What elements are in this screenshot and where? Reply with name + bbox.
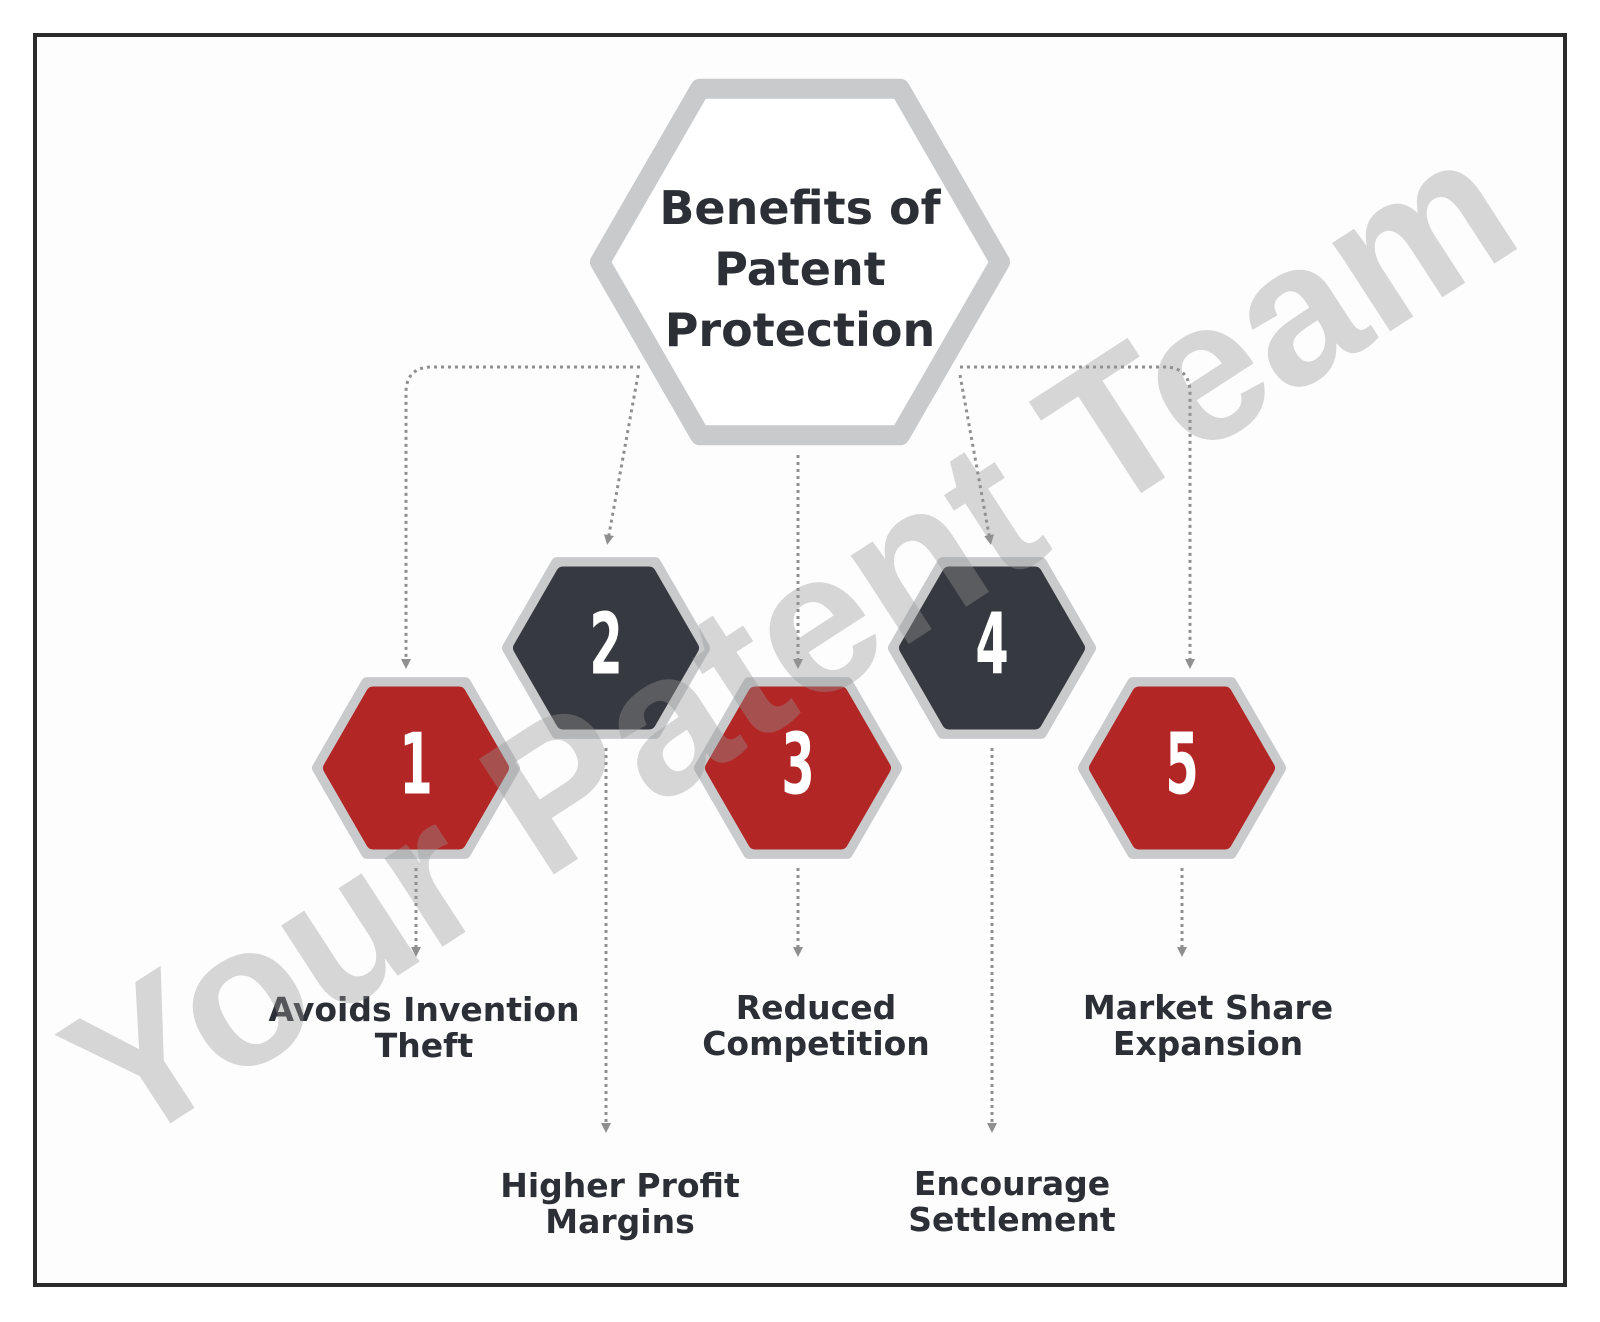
label-line: Theft [264,1028,584,1064]
benefit-number: 1 [399,715,432,814]
connector-2 [608,375,638,540]
title-line: Patent [640,239,960,300]
label-line: Margins [460,1204,780,1240]
label-line: Market Share [1048,990,1368,1026]
label-line: Settlement [852,1202,1172,1238]
label-line: Encourage [852,1166,1172,1202]
benefit-label-1: Avoids Invention Theft [264,992,584,1064]
benefit-hexagon-4: 4 [894,563,1090,733]
benefit-number: 4 [975,595,1008,694]
benefit-hexagon-2: 2 [508,563,704,733]
benefit-hexagon-5: 5 [1084,683,1280,853]
title-line: Protection [640,300,960,361]
benefit-label-5: Market Share Expansion [1048,990,1368,1062]
label-line: Competition [656,1026,976,1062]
label-line: Reduced [656,990,976,1026]
benefit-label-4: Encourage Settlement [852,1166,1172,1238]
page-title: Benefits of Patent Protection [640,178,960,361]
title-line: Benefits of [640,178,960,239]
label-line: Avoids Invention [264,992,584,1028]
benefit-hexagon-3: 3 [700,683,896,853]
benefit-number: 3 [781,715,814,814]
label-line: Expansion [1048,1026,1368,1062]
label-line: Higher Profit [460,1168,780,1204]
benefit-label-2: Higher Profit Margins [460,1168,780,1240]
benefit-number: 5 [1165,715,1198,814]
benefit-number: 2 [589,595,622,694]
benefit-label-3: Reduced Competition [656,990,976,1062]
benefit-hexagon-1: 1 [318,683,514,853]
connector-4 [960,375,990,540]
